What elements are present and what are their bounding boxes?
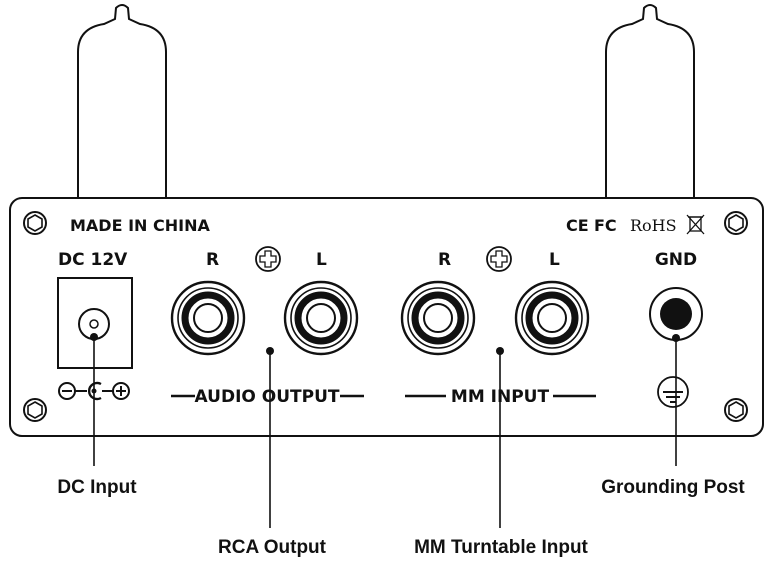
screw-top-right <box>724 211 748 235</box>
rohs-mark: RoHS <box>630 216 677 235</box>
rca-output-callout: RCA Output <box>218 537 327 558</box>
right-vacuum-tube <box>605 4 695 198</box>
grounding-post-callout: Grounding Post <box>601 477 745 498</box>
mm-input-callout: MM Turntable Input <box>414 537 588 558</box>
output-plus-icon <box>255 246 281 272</box>
input-r-label: R <box>438 250 451 270</box>
mm-input-right-jack <box>400 280 476 356</box>
input-l-label: L <box>549 250 560 270</box>
ce-mark: CE <box>566 216 589 235</box>
left-vacuum-tube <box>77 4 167 198</box>
input-plus-icon <box>486 246 512 272</box>
gnd-label: GND <box>655 250 697 270</box>
audio-output-label: AUDIO OUTPUT <box>195 387 340 407</box>
screw-bottom-left <box>23 398 47 422</box>
fcc-mark: FC <box>594 216 617 235</box>
ground-icon <box>657 376 689 408</box>
output-r-label: R <box>206 250 219 270</box>
ground-post <box>660 298 692 330</box>
made-in-label: MADE IN CHINA <box>70 216 210 235</box>
dc-jack-housing <box>57 277 133 369</box>
mm-input-left-jack <box>514 280 590 356</box>
rca-output-right-jack <box>170 280 246 356</box>
dc-jack-pin <box>89 319 99 329</box>
dc-12v-label: DC 12V <box>58 250 128 270</box>
rear-panel <box>9 197 764 437</box>
output-l-label: L <box>316 250 327 270</box>
weee-bin-icon <box>686 214 705 235</box>
rca-output-left-jack <box>283 280 359 356</box>
dc-input-callout: DC Input <box>57 477 137 498</box>
screw-bottom-right <box>724 398 748 422</box>
polarity-symbol <box>58 381 130 401</box>
screw-top-left <box>23 211 47 235</box>
